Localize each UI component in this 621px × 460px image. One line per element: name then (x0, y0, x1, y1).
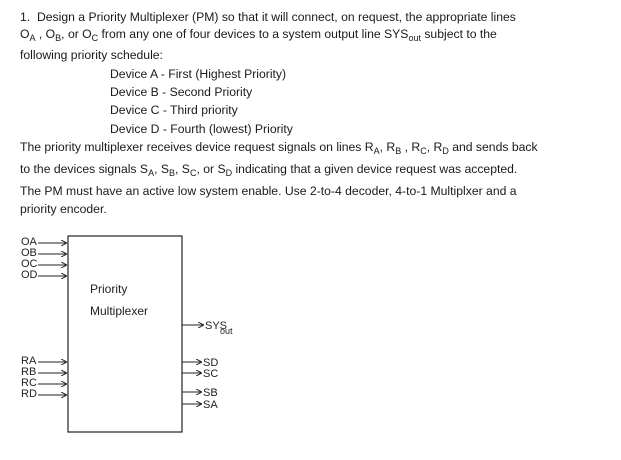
request-input-group: RA RB RC RD (21, 355, 66, 400)
input-label-od: OD (21, 269, 38, 281)
output-label-out: out (220, 326, 233, 336)
input-label-oc: OC (21, 258, 38, 270)
output-label-sd: SD (203, 357, 218, 369)
output-label-sa: SA (203, 399, 218, 411)
output-label-sc: SC (203, 368, 218, 380)
block-label-multiplexer: Multiplexer (90, 304, 148, 318)
input-label-rd: RD (21, 388, 37, 400)
schedule-item-d: Device D - Fourth (lowest) Priority (110, 122, 293, 136)
schedule-item-b: Device B - Second Priority (110, 85, 253, 99)
problem-line-3: following priority schedule: (20, 48, 163, 62)
input-label-ob: OB (21, 247, 37, 259)
multiplexer-block (67, 235, 183, 433)
schedule-item-a: Device A - First (Highest Priority) (110, 67, 287, 81)
paragraph-2-line-1: The priority multiplexer receives device… (20, 140, 538, 156)
problem-line-1: 1. Design a Priority Multiplexer (PM) so… (20, 9, 516, 25)
output-label-sb: SB (203, 387, 218, 399)
paragraph-2-line-2: to the devices signals SA, SB, SC, or SD… (20, 162, 518, 178)
input-label-rc: RC (21, 377, 37, 389)
problem-line-2: OA , OB, or OC from any one of four devi… (20, 27, 497, 43)
data-input-group: OA OB OC OD (21, 236, 66, 281)
block-label-priority: Priority (90, 282, 127, 296)
input-label-rb: RB (21, 366, 36, 378)
problem-number: 1. (20, 10, 31, 24)
problem-intro: Design a Priority Multiplexer (PM) so th… (36, 10, 516, 24)
grant-output-group: SD SC SB SA (182, 357, 218, 411)
output-label-sys: SYS (205, 320, 227, 332)
paragraph-3-line-1: The PM must have an active low system en… (20, 184, 517, 198)
schedule-item-c: Device C - Third priority (110, 103, 238, 117)
input-label-oa: OA (21, 236, 38, 248)
input-label-ra: RA (21, 355, 37, 367)
paragraph-3-line-2: priority encoder. (20, 202, 107, 216)
